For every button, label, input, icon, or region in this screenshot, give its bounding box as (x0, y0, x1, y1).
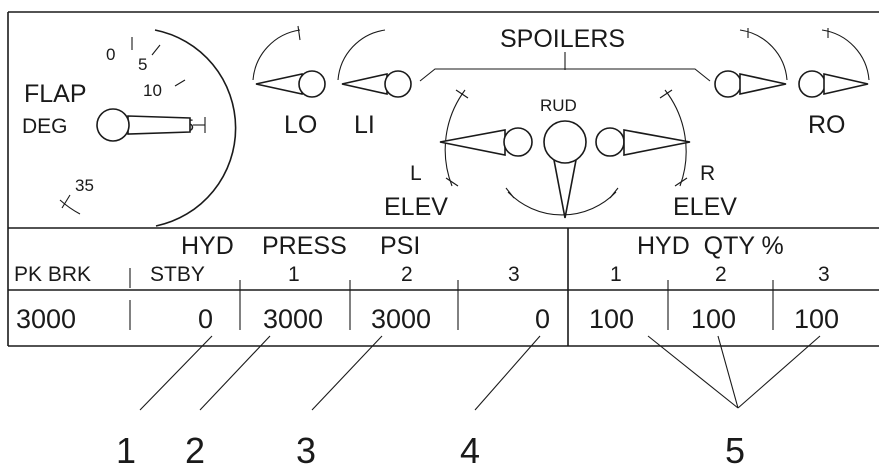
value-stby: 0 (198, 304, 213, 334)
flap-scale-0: 0 (106, 45, 115, 64)
column-dividers (129, 280, 774, 330)
col-header-qty-2: 2 (715, 263, 727, 286)
value-qty-2: 100 (691, 304, 736, 334)
value-pk-brk: 3000 (16, 304, 76, 334)
elevator-right-indicator: R ELEV (595, 89, 737, 221)
col-header-press-3: 3 (508, 263, 520, 286)
col-header-qty-3: 3 (818, 263, 830, 286)
col-header-press-2: 2 (401, 263, 413, 286)
spoilers-title: SPOILERS (500, 25, 625, 53)
rudder-label: RUD (540, 96, 577, 115)
callout-4: 4 (460, 430, 480, 471)
hyd-press-word-hyd: HYD (181, 232, 234, 260)
spoiler-lo-indicator: LO (252, 25, 326, 139)
rudder-indicator: RUD (505, 96, 619, 219)
callout-leader-lines (139, 335, 821, 411)
flap-title: FLAP (24, 80, 87, 108)
value-row: 3000 0 3000 3000 0 100 100 100 (16, 304, 839, 334)
flap-gauge: 0 5 10 15 35 FLAP DEG (22, 29, 237, 227)
value-press-1: 3000 (263, 304, 323, 334)
value-press-3: 0 (535, 304, 550, 334)
flap-scale-10: 10 (143, 81, 162, 100)
col-header-press-1: 1 (288, 263, 300, 286)
hyd-press-word-press: PRESS (262, 232, 347, 260)
elevator-left-indicator: L ELEV (384, 89, 533, 221)
spoiler-li-indicator: LI (337, 29, 412, 139)
value-qty-3: 100 (794, 304, 839, 334)
spoiler-ro-indicator: RO (798, 28, 870, 139)
hyd-qty-title: HYD QTY % (637, 232, 784, 260)
flap-scale-5: 5 (138, 55, 147, 74)
elevator-left-label: ELEV (384, 193, 448, 221)
callout-1: 1 (116, 430, 136, 471)
callout-numbers: 1 2 3 4 5 (116, 430, 745, 471)
flap-scale-35: 35 (75, 176, 94, 195)
elevator-left-side: L (410, 162, 422, 185)
hyd-press-word-psi: PSI (380, 232, 420, 260)
flap-scale-arc (154, 29, 237, 227)
callout-5: 5 (725, 430, 745, 471)
spoiler-ro-label: RO (808, 111, 846, 139)
spoiler-indicators: SPOILERS LO LI (252, 25, 870, 139)
elevator-right-side: R (700, 162, 715, 185)
spoiler-ri-indicator (714, 28, 788, 98)
spoiler-lo-label: LO (284, 111, 317, 139)
panel-frame (7, 11, 879, 347)
col-header-qty-1: 1 (610, 263, 622, 286)
hyd-press-header: HYD PRESS PSI HYD QTY % (181, 232, 784, 260)
flap-unit: DEG (22, 115, 68, 138)
spoiler-li-label: LI (354, 111, 375, 139)
flap-pointer (127, 115, 191, 135)
column-headers: PK BRK STBY 1 2 3 1 2 3 (14, 263, 830, 288)
col-header-stby: STBY (150, 263, 205, 286)
value-press-2: 3000 (371, 304, 431, 334)
flap-pointer-hub (96, 108, 130, 142)
callout-2: 2 (185, 430, 205, 471)
value-qty-1: 100 (589, 304, 634, 334)
elevator-right-label: ELEV (673, 193, 737, 221)
col-header-pk-brk: PK BRK (14, 263, 91, 286)
callout-3: 3 (296, 430, 316, 471)
